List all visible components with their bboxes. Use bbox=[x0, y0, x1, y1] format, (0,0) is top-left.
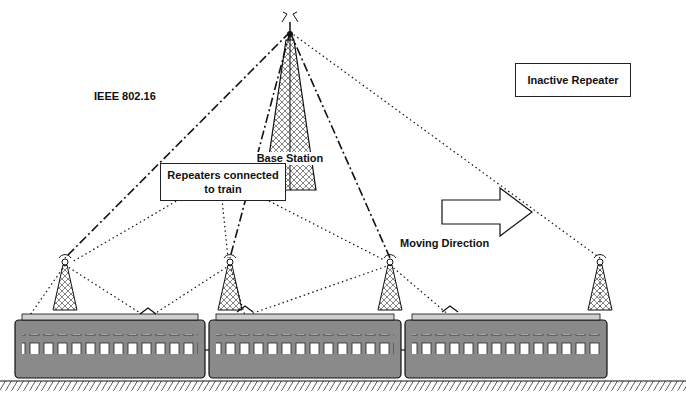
repeater-tower bbox=[53, 255, 612, 310]
box-text: Repeaters connected to train bbox=[167, 168, 279, 196]
rail-line bbox=[0, 380, 686, 381]
callout-box: Inactive Repeater bbox=[515, 63, 631, 97]
box-text: Inactive Repeater bbox=[527, 73, 619, 87]
train bbox=[15, 306, 607, 378]
text-label: Moving Direction bbox=[398, 237, 491, 250]
wimax-link bbox=[65, 32, 390, 258]
text-label: IEEE 802.16 bbox=[92, 90, 158, 103]
direction-arrow bbox=[442, 188, 532, 236]
rail-track bbox=[0, 381, 686, 391]
callout-box: Repeaters connected to train bbox=[160, 163, 286, 201]
